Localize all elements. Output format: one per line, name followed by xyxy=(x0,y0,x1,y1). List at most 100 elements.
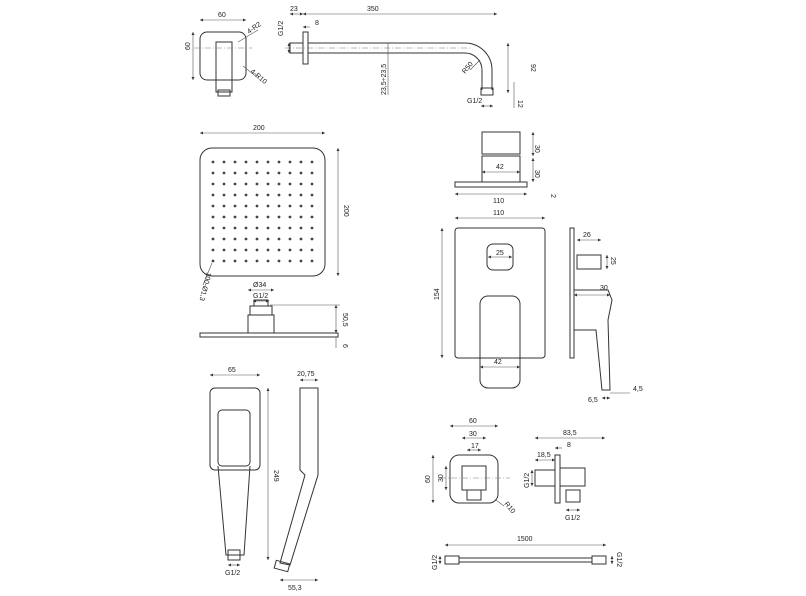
nozzle-dot xyxy=(222,237,226,241)
dim-arm-flange-thickness: 8 xyxy=(315,20,319,27)
nozzle-dot xyxy=(255,237,259,241)
nozzle-grid xyxy=(211,160,314,263)
nozzle-dot xyxy=(211,237,215,241)
nozzle-dot xyxy=(299,259,303,263)
dim-outlet-depth: 83,5 xyxy=(563,430,577,437)
dim-plate-width-top: 110 xyxy=(493,198,504,205)
nozzle-dot xyxy=(310,204,314,208)
nozzle-dot xyxy=(244,237,248,241)
nozzle-dot xyxy=(211,226,215,230)
dim-side-depth: 55,3 xyxy=(288,585,302,592)
dim-hand-thread: G1/2 xyxy=(225,570,240,577)
nozzle-dot xyxy=(222,215,226,219)
nozzle-dot xyxy=(266,226,270,230)
dim-outlet-thread-in: G1/2 xyxy=(524,473,531,488)
nozzle-dot xyxy=(266,215,270,219)
nozzle-dot xyxy=(299,182,303,186)
dim-hose-length: 1500 xyxy=(517,536,533,543)
nozzle-dot xyxy=(222,248,226,252)
nozzle-dot xyxy=(255,226,259,230)
dim-diverter: 25 xyxy=(496,250,504,257)
dim-radius-inner: 4-R10 xyxy=(249,68,268,86)
dim-head-thickness: 6 xyxy=(341,344,348,348)
dim-outlet-inner: 30 xyxy=(469,431,477,438)
nozzle-dot xyxy=(310,182,314,186)
dim-head-height: 200 xyxy=(342,205,349,217)
nozzle-dot xyxy=(222,204,226,208)
nozzle-dot xyxy=(211,248,215,252)
nozzle-dot xyxy=(310,237,314,241)
nozzle-dot xyxy=(277,160,281,164)
dim-plate-width: 110 xyxy=(493,210,504,217)
nozzle-dot xyxy=(310,226,314,230)
dim-flange-width: 60 xyxy=(218,12,226,19)
dim-connector-thread: G1/2 xyxy=(253,293,268,300)
hand-shower-front-view: 65 249 G1/2 xyxy=(209,367,279,577)
dim-outlet-height: 60 xyxy=(425,475,432,483)
nozzle-dot xyxy=(233,237,237,241)
nozzle-dot xyxy=(266,237,270,241)
nozzle-dot xyxy=(277,248,281,252)
nozzle-dot xyxy=(233,171,237,175)
nozzle-dot xyxy=(277,215,281,219)
dim-hose-thread-left: G1/2 xyxy=(432,555,439,570)
dim-outlet-inner-height: 30 xyxy=(438,474,445,482)
nozzle-dot xyxy=(310,215,314,219)
nozzle-dot xyxy=(277,237,281,241)
nozzle-dot xyxy=(222,259,226,263)
nozzle-dot xyxy=(288,204,292,208)
nozzle-dot xyxy=(266,248,270,252)
nozzle-dot xyxy=(310,193,314,197)
nozzle-dot xyxy=(299,248,303,252)
nozzle-dot xyxy=(277,171,281,175)
nozzle-dot xyxy=(288,171,292,175)
nozzle-dot xyxy=(233,215,237,219)
nozzle-dot xyxy=(255,182,259,186)
nozzle-dot xyxy=(299,237,303,241)
nozzle-dot xyxy=(255,160,259,164)
dim-hose-thread-right: G1/2 xyxy=(615,552,622,567)
nozzle-dot xyxy=(222,160,226,164)
nozzle-dot xyxy=(255,171,259,175)
dim-knob-width: 42 xyxy=(496,164,504,171)
dim-arm-thread-in: G1/2 xyxy=(278,21,285,36)
dim-head-side-height: 50,5 xyxy=(341,313,348,327)
nozzle-dot xyxy=(211,204,215,208)
nozzle-dot xyxy=(310,171,314,175)
hose-view: 1500 G1/2 G1/2 xyxy=(432,536,622,570)
outlet-side-view: 83,5 8 18,5 G1/2 G1/2 xyxy=(524,430,605,522)
nozzle-dot xyxy=(277,226,281,230)
nozzle-dot xyxy=(266,193,270,197)
dim-diverter-depth: 26 xyxy=(583,232,591,239)
nozzle-dot xyxy=(211,215,215,219)
nozzle-dot xyxy=(299,160,303,164)
nozzle-dot xyxy=(299,204,303,208)
nozzle-dot xyxy=(277,204,281,208)
nozzle-dot xyxy=(266,259,270,263)
nozzle-dot xyxy=(222,171,226,175)
dim-handle-width: 42 xyxy=(494,359,502,366)
dim-outlet-flange: 8 xyxy=(567,442,571,449)
dim-hand-width: 65 xyxy=(228,367,236,374)
nozzle-dot xyxy=(233,182,237,186)
nozzle-dot xyxy=(233,226,237,230)
nozzle-dot xyxy=(288,160,292,164)
dim-plate-height: 154 xyxy=(434,288,441,300)
nozzle-dot xyxy=(299,226,303,230)
nozzle-dot xyxy=(244,160,248,164)
dim-depth2: 4,5 xyxy=(633,386,643,393)
dim-hand-length: 249 xyxy=(272,470,279,482)
nozzle-dot xyxy=(277,193,281,197)
dim-head-width: 200 xyxy=(253,125,265,132)
nozzle-dot xyxy=(255,259,259,263)
nozzle-dot xyxy=(244,182,248,186)
nozzle-dot xyxy=(233,204,237,208)
nozzle-dot xyxy=(222,193,226,197)
dim-radius-outer: 4-R2 xyxy=(246,21,263,35)
nozzle-dot xyxy=(255,248,259,252)
nozzle-dot xyxy=(211,171,215,175)
nozzle-dot xyxy=(211,160,215,164)
nozzle-dot xyxy=(244,226,248,230)
nozzle-dot xyxy=(233,160,237,164)
dim-outlet-stub: 18,5 xyxy=(537,452,551,459)
